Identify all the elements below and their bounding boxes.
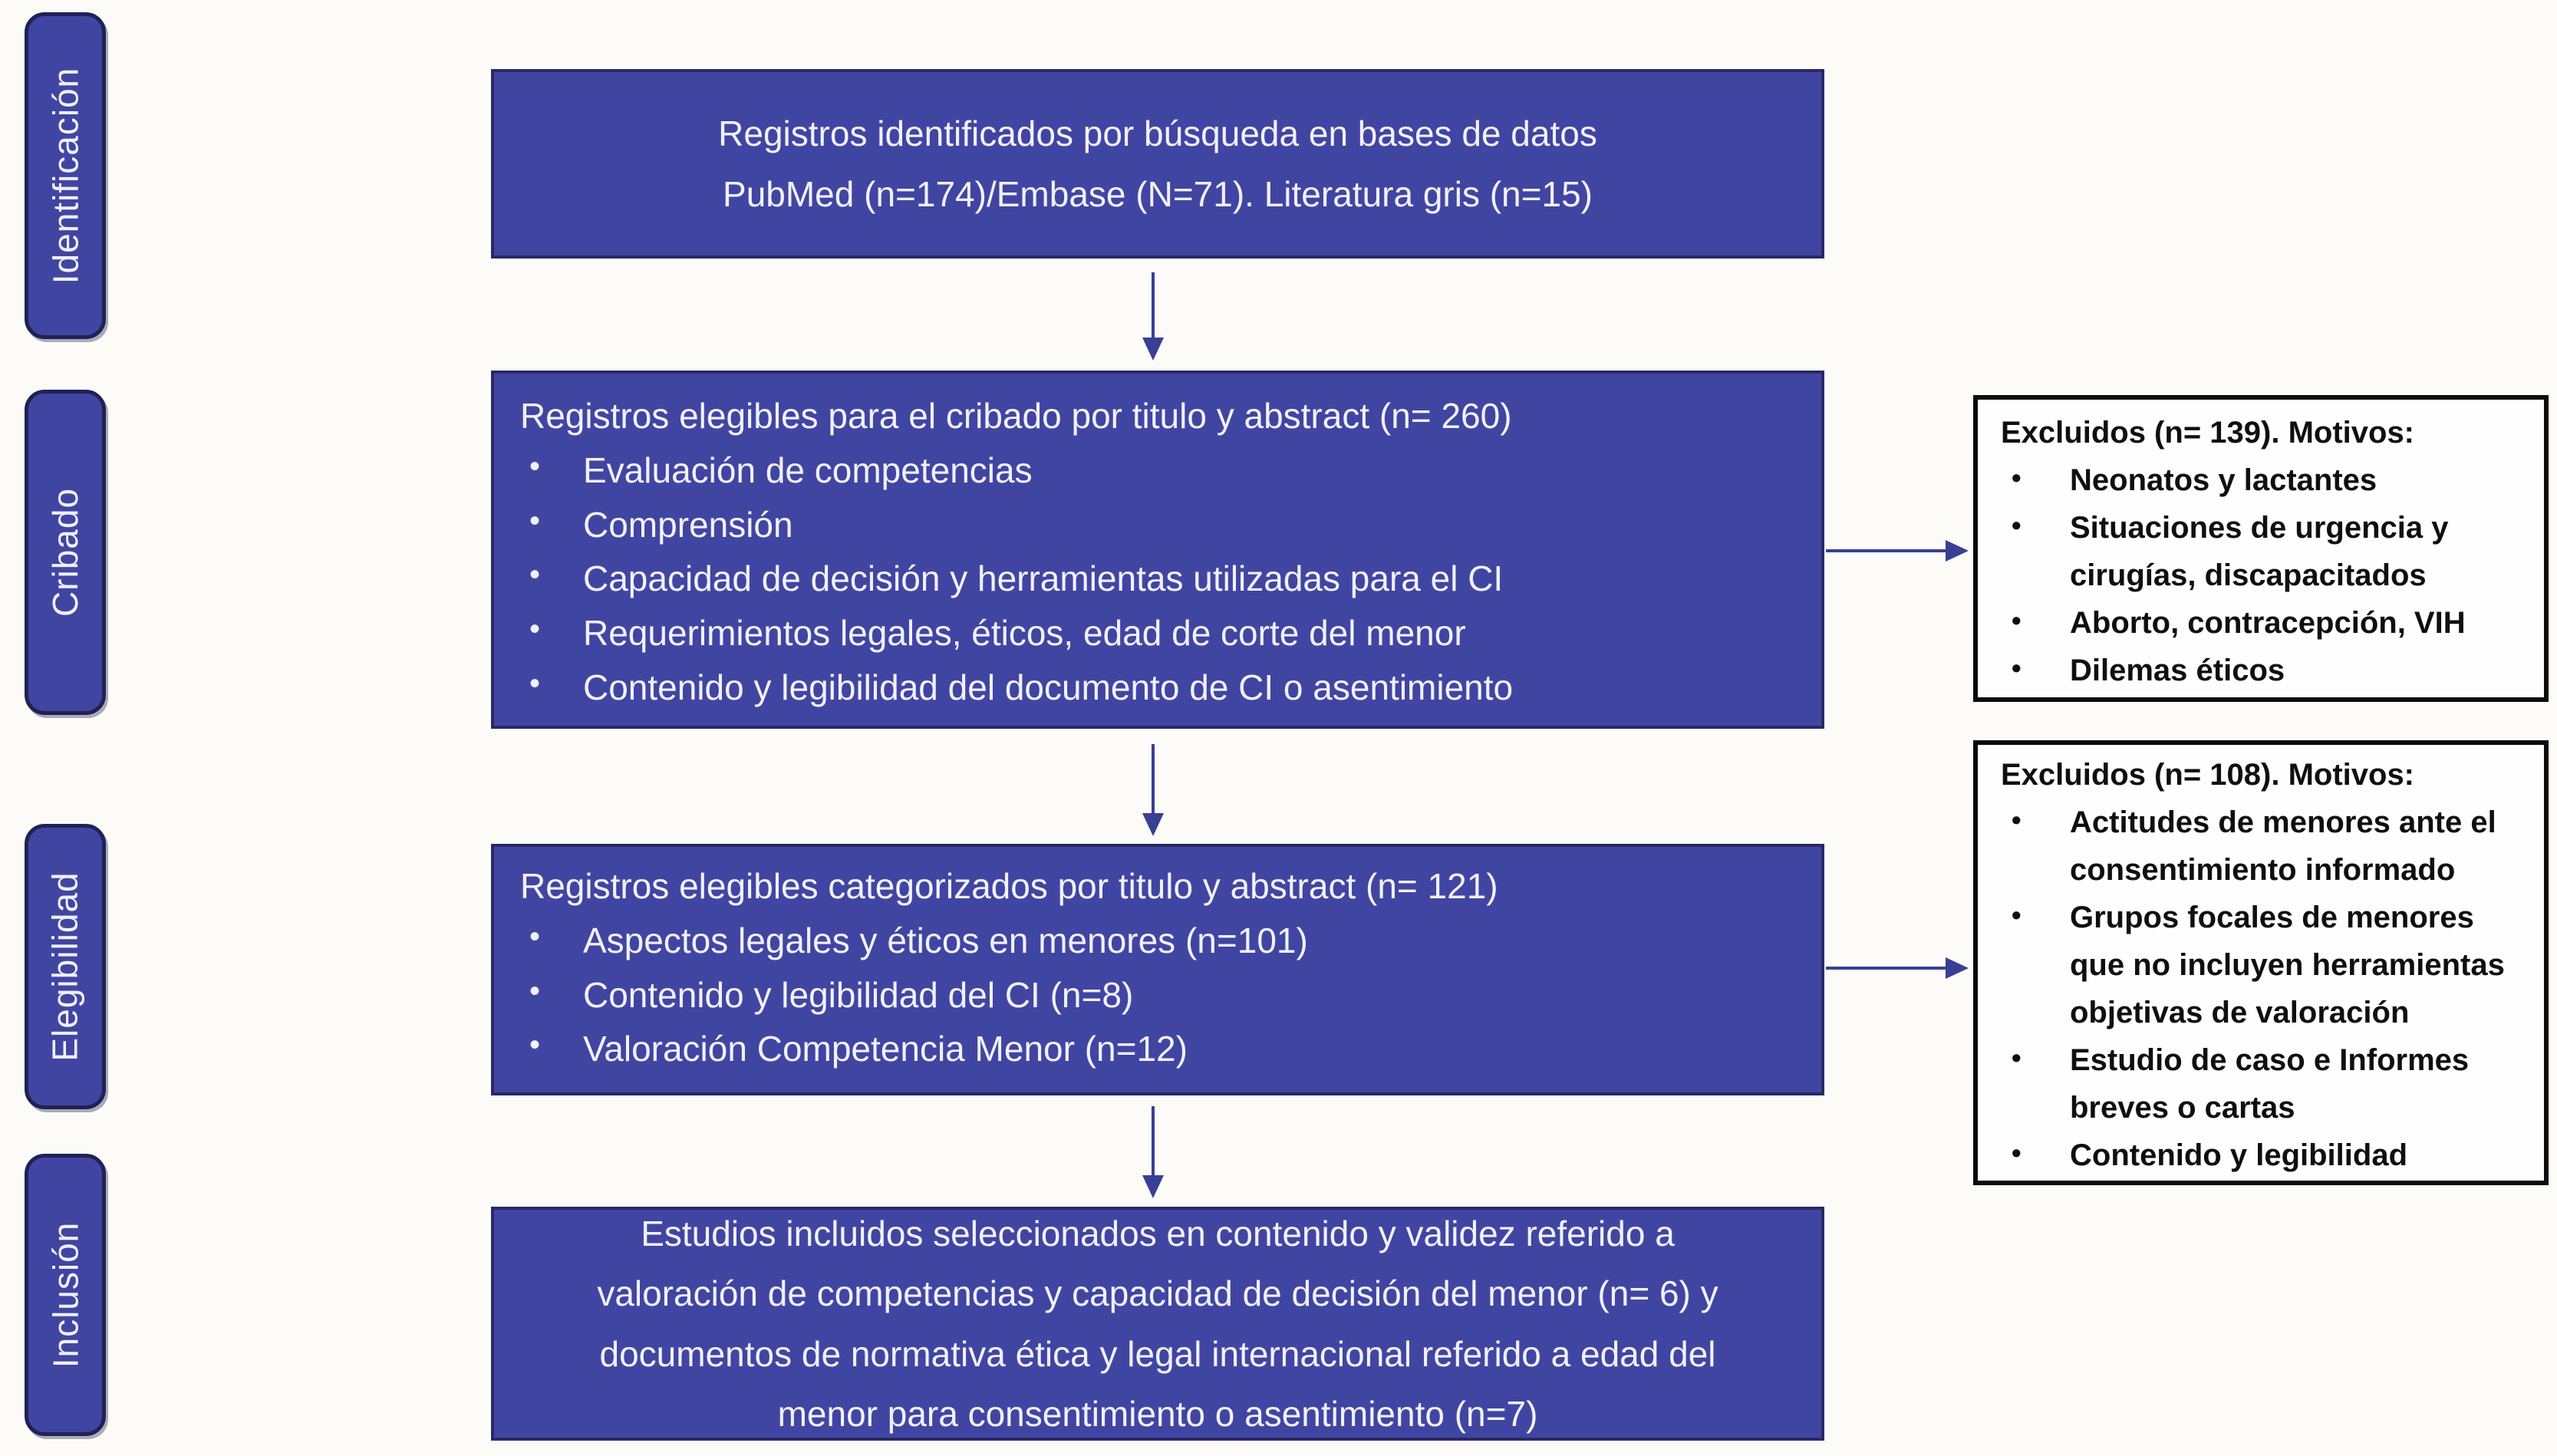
eligibility-bullet-item: • Contenido y legibilidad del CI (n=8) (494, 968, 1821, 1023)
bullet-icon: • (2012, 509, 2022, 541)
bullet-icon: • (2012, 604, 2022, 636)
stage-box-inclusion: Inclusión (25, 1154, 106, 1436)
eligibility-records-box: Registros elegibles categorizados por ti… (491, 844, 1824, 1095)
bullet-icon: • (529, 1028, 541, 1062)
stage-box-identificacion: Identificación (25, 12, 106, 339)
excluded-bullet-item: • Actitudes de menores ante el consentim… (2001, 799, 2536, 894)
screening-bullet-item: • Capacidad de decisión y herramientas u… (494, 552, 1821, 606)
stage-label-cribado: Cribado (45, 487, 85, 618)
bullet-icon: • (529, 667, 541, 701)
excluded-bullet-item: • Grupos focales de menores que no inclu… (2001, 894, 2536, 1036)
bullet-icon: • (529, 919, 541, 954)
stage-box-elegibilidad: Elegibilidad (25, 824, 106, 1109)
stage-label-elegibilidad: Elegibilidad (45, 871, 85, 1062)
screening-bullet-item: • Comprensión (494, 498, 1821, 552)
screening-records-box: Registros elegibles para el cribado por … (491, 371, 1824, 729)
excluded-eligibility-title: Excluidos (n= 108). Motivos: (2001, 758, 2415, 792)
stage-box-cribado: Cribado (25, 390, 106, 715)
stage-label-inclusion: Inclusión (45, 1221, 85, 1369)
screening-bullet-item: • Contenido y legibilidad del documento … (494, 660, 1821, 715)
bullet-icon: • (529, 449, 541, 483)
screening-bullet-item: • Requerimientos legales, éticos, edad d… (494, 606, 1821, 660)
excluded-bullet-item: • Contenido y legibilidad (2001, 1132, 2536, 1179)
eligibility-bullet-item: • Valoración Competencia Menor (n=12) (494, 1022, 1821, 1076)
screening-bullet-item: • Evaluación de competencias (494, 443, 1821, 498)
bullet-icon: • (529, 503, 541, 538)
excluded-bullet-item: • Situaciones de urgencia y cirugías, di… (2001, 504, 2533, 599)
arrow-identification-to-screening (1152, 272, 1155, 338)
bullet-icon: • (529, 612, 541, 647)
included-studies-box: Estudios incluidos seleccionados en cont… (491, 1207, 1824, 1441)
bullet-icon: • (2012, 1042, 2022, 1073)
bullet-icon: • (2012, 804, 2022, 835)
eligibility-box-title: Registros elegibles categorizados por ti… (520, 866, 1498, 906)
excluded-bullet-item: • Dilemas éticos (2001, 647, 2533, 694)
arrow-eligibility-to-inclusion (1152, 1106, 1155, 1175)
bullet-icon: • (2012, 462, 2022, 493)
arrow-eligibility-to-excluded (1826, 967, 1946, 970)
excluded-bullet-item: • Estudio de caso e Informes breves o ca… (2001, 1036, 2536, 1132)
excluded-screening-title: Excluidos (n= 139). Motivos: (2001, 416, 2415, 450)
arrow-screening-to-eligibility (1152, 744, 1155, 813)
screening-box-title: Registros elegibles para el cribado por … (520, 396, 1512, 436)
bullet-icon: • (2012, 899, 2022, 931)
bullet-icon: • (529, 973, 541, 1008)
bullet-icon: • (529, 558, 541, 592)
bullet-icon: • (2012, 1137, 2022, 1168)
excluded-eligibility-box: Excluidos (n= 108). Motivos: • Actitudes… (1973, 740, 2549, 1185)
stage-label-identificacion: Identificación (45, 67, 85, 285)
included-studies-text: Estudios incluidos seleccionados en cont… (597, 1214, 1718, 1434)
excluded-bullet-item: • Aborto, contracepción, VIH (2001, 599, 2533, 647)
eligibility-bullet-item: • Aspectos legales y éticos en menores (… (494, 914, 1821, 968)
arrow-screening-to-excluded (1826, 549, 1946, 552)
identification-records-text: Registros identificados por búsqueda en … (718, 114, 1597, 214)
identification-records-box: Registros identificados por búsqueda en … (491, 69, 1824, 259)
bullet-icon: • (2012, 652, 2022, 684)
excluded-screening-box: Excluidos (n= 139). Motivos: • Neonatos … (1973, 395, 2549, 702)
excluded-bullet-item: • Neonatos y lactantes (2001, 456, 2533, 504)
